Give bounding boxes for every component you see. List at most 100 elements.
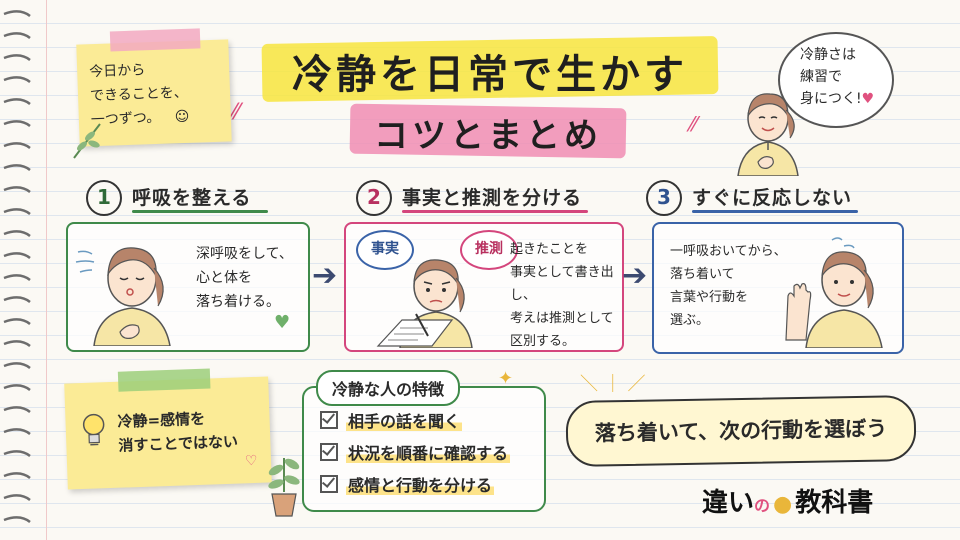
- spiral-ring: [3, 208, 31, 216]
- bubble-guess: 推測: [460, 230, 518, 270]
- spiral-ring: [3, 10, 31, 18]
- lightbulb-icon: [82, 413, 105, 446]
- step-2-title: 事実と推測を分ける: [402, 187, 583, 209]
- potted-plant-icon: [268, 458, 300, 517]
- step-1-number: 1: [86, 180, 122, 216]
- step-2-text: 起きたことを 事実として書き出し、 考えは推測として 区別する。: [510, 238, 622, 353]
- banner-rays: ＼ ｜ ／: [580, 374, 646, 395]
- banner-text: 落ち着いて、次の行動を選ぼう: [594, 416, 888, 446]
- checkbox-checked-icon: [320, 443, 338, 461]
- speech-bubble-text: 冷静さは 練習で 身につく!♥: [800, 44, 874, 110]
- spiral-ring: [3, 406, 31, 414]
- sparkle-right: ⁄⁄: [690, 112, 697, 136]
- spiral-ring: [3, 54, 31, 62]
- woman-breathing-illustration: [75, 247, 171, 346]
- sticky-line: 今日から: [88, 62, 146, 81]
- spiral-ring: [3, 120, 31, 128]
- step-1-card: 深呼吸をして、 心と体を 落ち着ける。 ♥: [66, 222, 310, 352]
- tape: [117, 368, 211, 392]
- smile-icon: ☺: [174, 108, 190, 126]
- step-3-line: 一呼吸おいてから、: [670, 244, 787, 259]
- leaf-sprig-icon: [73, 123, 101, 159]
- step-2-line: 事実として書き出し、: [510, 265, 614, 303]
- speech-bubble: 冷静さは 練習で 身につく!♥: [778, 32, 894, 128]
- spiral-ring: [3, 494, 31, 502]
- spiral-ring: [3, 142, 31, 150]
- woman-hand-on-chest-illustration: [737, 93, 799, 176]
- step-3-line: 言葉や行動を: [670, 290, 749, 305]
- spiral-ring: [3, 186, 31, 194]
- step-1-text: 深呼吸をして、 心と体を 落ち着ける。: [196, 242, 293, 314]
- step-2-line: 起きたことを: [510, 242, 589, 257]
- arrow-right-icon: ➔: [312, 258, 338, 293]
- heart-icon: ♡: [244, 452, 258, 470]
- trait-item-1: 相手の話を聞く: [320, 408, 463, 432]
- brand-part-2: の: [754, 496, 771, 515]
- tape: [109, 28, 201, 52]
- step-2-card: 事実 推測 起きたことを 事実として書き出し、 考えは推測として 区別する。: [344, 222, 624, 352]
- step-1-line: 落ち着ける。: [196, 294, 280, 310]
- step-2-line: 区別する。: [510, 334, 576, 349]
- spiral-ring: [3, 32, 31, 40]
- trait-text: 感情と行動を分ける: [346, 476, 495, 495]
- step-1-underline: [132, 210, 268, 213]
- sparkle-left: ⁄⁄: [232, 100, 240, 125]
- woman-writing-illustration: [376, 259, 473, 348]
- spiral-ring: [3, 76, 31, 84]
- spiral-ring: [3, 164, 31, 172]
- spiral-ring: [3, 516, 31, 524]
- trait-text: 相手の話を聞く: [346, 412, 463, 431]
- checkbox-checked-icon: [320, 411, 338, 429]
- step-3-line: 落ち着いて: [670, 267, 735, 282]
- spiral-ring: [3, 252, 31, 260]
- spiral-ring: [3, 296, 31, 304]
- sparkle-icon: ✦: [498, 368, 514, 389]
- sticky-line: 消すことではない: [118, 432, 239, 455]
- step-2-number: 2: [356, 180, 392, 216]
- trait-item-3: 感情と行動を分ける: [320, 472, 495, 496]
- sticky-note-bottom: 冷静=感情を 消すことではない ♡: [64, 368, 272, 490]
- spiral-ring: [3, 450, 31, 458]
- step-3-number: 3: [646, 180, 682, 216]
- bubble-line: 冷静さは: [800, 47, 856, 63]
- woman-raising-hand-illustration: [785, 237, 883, 348]
- spiral-ring: [3, 274, 31, 282]
- spiral-ring: [3, 340, 31, 348]
- brand-part-3: 教科書: [795, 488, 874, 518]
- arrow-right-icon: ➔: [622, 258, 648, 293]
- brand-logo: 違いの●教科書: [702, 482, 873, 519]
- lightbulb-icon: ●: [773, 492, 793, 517]
- trait-item-2: 状況を順番に確認する: [320, 440, 511, 464]
- traits-heading: 冷静な人の特徴: [316, 370, 461, 406]
- spiral-ring: [3, 98, 31, 106]
- checkbox-checked-icon: [320, 475, 338, 493]
- heart-icon: ♥: [274, 312, 291, 333]
- spiral-ring: [3, 230, 31, 238]
- spiral-ring: [3, 318, 31, 326]
- spiral-ring: [3, 428, 31, 436]
- spiral-ring: [3, 362, 31, 370]
- step-3-card: 一呼吸おいてから、 落ち着いて 言葉や行動を 選ぶ。: [652, 222, 904, 354]
- step-1-line: 心と体を: [196, 270, 252, 286]
- page-subtitle: コツとまとめ: [374, 116, 602, 156]
- sticky-note-bottom-text: 冷静=感情を 消すことではない: [117, 406, 238, 458]
- step-1-title: 呼吸を整える: [132, 187, 252, 209]
- step-2-underline: [402, 210, 588, 213]
- step-3-line: 選ぶ。: [670, 313, 710, 328]
- step-2-line: 考えは推測として: [510, 311, 614, 326]
- heart-icon: ♥: [861, 91, 875, 107]
- bubble-line-heart: 身につく!♥: [800, 88, 874, 110]
- spiral-ring: [3, 384, 31, 392]
- traits-box: 冷静な人の特徴 相手の話を聞く 状況を順番に確認する 感情と行動を分ける: [302, 370, 546, 512]
- bubble-line: 練習で: [800, 69, 842, 85]
- page-title: 冷静を日常で生かす: [292, 52, 688, 98]
- spiral-binding: [3, 10, 31, 524]
- step-3-title: すぐに反応しない: [692, 187, 853, 209]
- step-3-text: 一呼吸おいてから、 落ち着いて 言葉や行動を 選ぶ。: [670, 240, 787, 332]
- spiral-ring: [3, 472, 31, 480]
- step-1-line: 深呼吸をして、: [196, 246, 293, 262]
- bubble-line: 身につく!: [800, 91, 862, 107]
- banner: 落ち着いて、次の行動を選ぼう: [565, 394, 917, 468]
- bubble-fact: 事実: [356, 230, 414, 270]
